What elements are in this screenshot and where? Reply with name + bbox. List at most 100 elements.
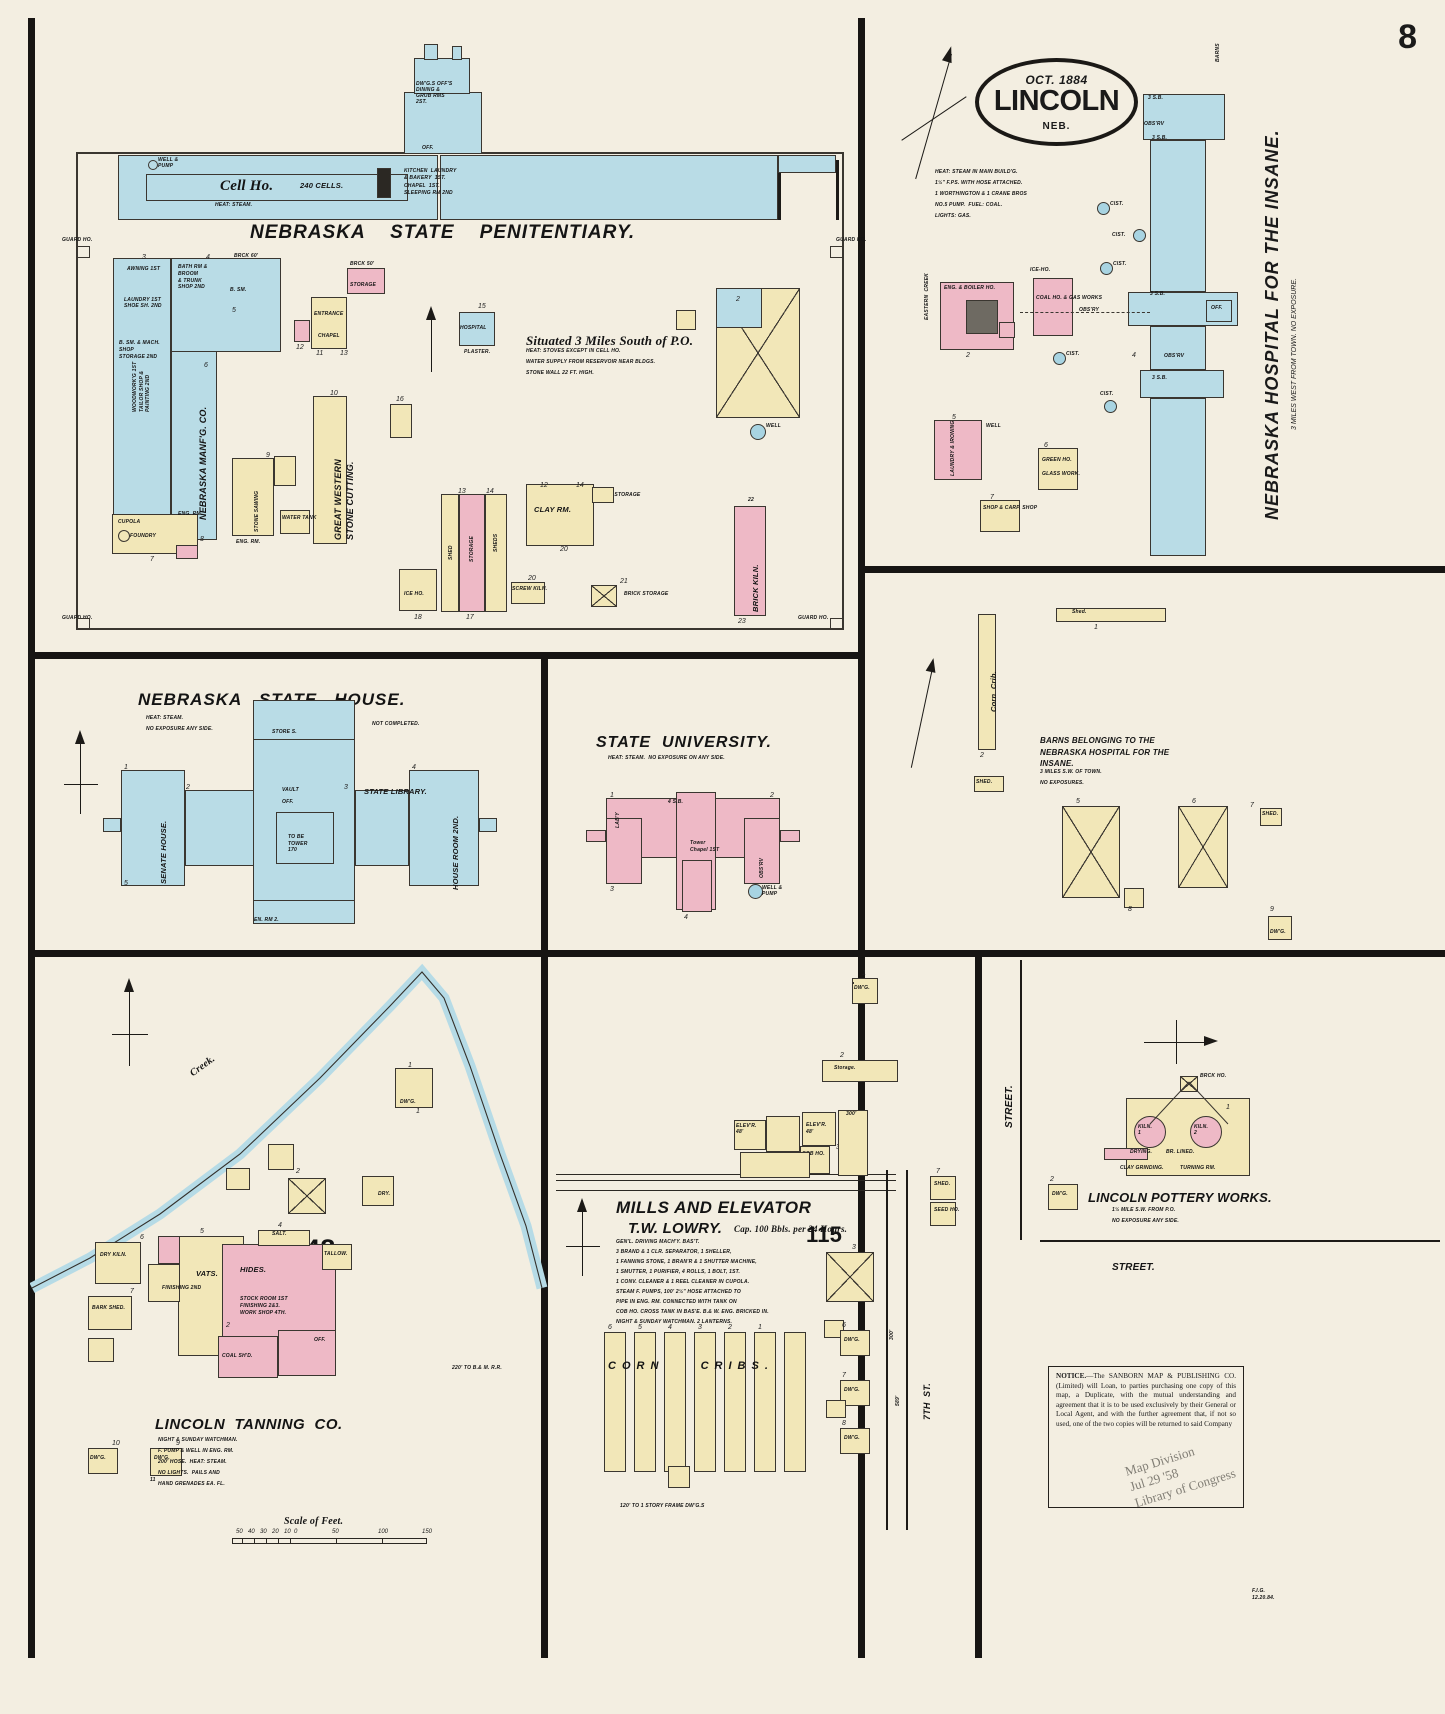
storage-label: STORAGE xyxy=(469,535,475,562)
salt-label: SALT. xyxy=(272,1231,287,1237)
sheds-label: SHEDS xyxy=(493,533,499,552)
hospital-stories-label: 3 S.B. xyxy=(1152,135,1168,141)
manufacturing-co-label: NEBRASKA MANF'G. CO. xyxy=(198,406,208,520)
building-number: 21 xyxy=(620,578,628,585)
notice-body: —The SANBORN MAP & PUBLISHING CO. (Limit… xyxy=(1056,1372,1236,1428)
coal-top-label: ICE-HO. xyxy=(1030,267,1051,273)
panel-divider xyxy=(865,566,1445,573)
kiln-1 xyxy=(1134,1116,1166,1148)
building-number: 7 xyxy=(990,494,994,501)
dwelling-mill-1 xyxy=(852,978,878,1004)
bark-shed-label: BARK SHED. xyxy=(92,1305,126,1311)
building-number: 1 xyxy=(416,1108,420,1115)
building-number: 1 xyxy=(124,764,128,771)
hides-label: HIDES. xyxy=(240,1265,267,1274)
penitentiary-note-heat: HEAT: STOVES EXCEPT IN CELL HO. xyxy=(526,348,621,354)
scale-tick: 150 xyxy=(422,1529,433,1535)
building-number: 4 xyxy=(206,254,210,261)
guard-house-label: GUARD HO. xyxy=(798,615,829,621)
pottery-title: LINCOLN POTTERY WORKS. xyxy=(1088,1190,1272,1205)
building-number: 20 xyxy=(528,575,536,582)
university-obsrv-label: OBS'RV xyxy=(759,857,765,878)
shop-label: BATH RM & BROOM & TRUNK SHOP 2ND xyxy=(178,264,208,291)
crib-number: 4 xyxy=(668,1324,672,1331)
cistern-label: CIST. xyxy=(1112,232,1126,238)
barns-title: BARNS BELONGING TO THE NEBRASKA HOSPITAL… xyxy=(1040,736,1170,769)
dwg-label: DW'G. xyxy=(844,1435,860,1441)
mills-note-7: PIPE IN ENG. RM. CONNECTED WITH TANK ON xyxy=(616,1299,737,1305)
shed-label: SHED. xyxy=(934,1181,951,1187)
store-s-label: STORE S. xyxy=(272,729,297,735)
corn-crib-2 xyxy=(634,1332,656,1472)
small-shop xyxy=(274,456,296,486)
elevator-label: ELEV'R. 48' xyxy=(806,1122,827,1135)
coal-gas-label: COAL HO. & GAS WORKS xyxy=(1036,295,1103,301)
small-shed-2 xyxy=(1260,808,1282,826)
well-icon xyxy=(748,884,763,899)
building-number: 2 xyxy=(186,784,190,791)
hospital-office-wing xyxy=(1206,300,1232,322)
sheet-code: F.I.G. 12.20.84. xyxy=(1252,1588,1275,1601)
building-number: 3 xyxy=(852,1244,856,1251)
cistern-icon xyxy=(1100,262,1113,275)
scale-tick: 10 xyxy=(284,1529,291,1535)
pottery-flue-lines xyxy=(1149,1081,1229,1125)
turning-rm-label: TURNING RM. xyxy=(1180,1165,1216,1171)
building-number: 1 xyxy=(1094,624,1098,631)
building-number: 5 xyxy=(952,414,956,421)
water-tank-building xyxy=(280,510,310,534)
mills-note-6: STEAM F. PUMPS, 100' 2½" HOSE ATTACHED T… xyxy=(616,1289,741,1295)
hospital-title: NEBRASKA HOSPITAL FOR THE INSANE. xyxy=(1262,129,1282,520)
capitol-east-stair xyxy=(479,818,497,832)
building-number: 23 xyxy=(738,618,746,625)
shop-carp-label: SHOP & CARP. SHOP xyxy=(983,505,1038,511)
corn-crib-6 xyxy=(754,1332,776,1472)
north-arrow-icon xyxy=(418,306,448,372)
senate-house-label: SENATE HOUSE. xyxy=(159,820,168,884)
penitentiary-note-water: WATER SUPPLY FROM RESERVOIR NEAR BLDGS. xyxy=(526,359,656,365)
small-brick-building xyxy=(294,320,310,342)
shop-label: WOODWORK'G 1ST TAILOR SHOP & PAINTING 2N… xyxy=(132,361,151,412)
crib-number: 2 xyxy=(728,1324,732,1331)
guard-house-label: GUARD HO. xyxy=(836,237,867,243)
building-number: 15 xyxy=(478,303,486,310)
hospital-obsrv-label2: OBS'RY xyxy=(1079,307,1100,313)
capitol-west-wing xyxy=(121,770,185,886)
mill-base xyxy=(740,1152,810,1178)
building-number: 2 xyxy=(966,352,970,359)
corn-crib-label: Corn Crib. xyxy=(989,671,998,712)
building-number: 13 xyxy=(340,350,348,357)
hospital-note-1: HEAT: STEAM IN MAIN BUILD'G. xyxy=(935,169,1018,175)
dry-building xyxy=(362,1176,394,1206)
admin-rooms-label: DW'G.S OFF'S DINING & GRUB RMS 2ST. xyxy=(416,81,453,105)
cistern-label: CIST. xyxy=(1113,261,1127,267)
building-number: 4 xyxy=(412,764,416,771)
building-number: 10 xyxy=(112,1440,120,1447)
mill-dim: 300' xyxy=(846,1111,857,1117)
capitol-south-portico xyxy=(253,900,355,924)
shop-label: B. SM. & MACH. SHOP STORAGE 2ND xyxy=(119,340,160,360)
shop-label: AWNING 1ST xyxy=(127,266,161,272)
shed-storage-a xyxy=(441,494,459,612)
shop-label: B. SM. xyxy=(230,287,247,293)
tanning-note-3: 200' HOSE. HEAT: STEAM. xyxy=(158,1459,227,1465)
tanning-note-2: F. PUMP & WELL IN ENG. RM. xyxy=(158,1448,234,1454)
drying-label: DRYING. xyxy=(1130,1149,1153,1155)
building-number: 4 xyxy=(684,914,688,921)
building-number: 6 xyxy=(140,1234,144,1241)
well-icon xyxy=(750,424,766,440)
brck-ho-marker xyxy=(1180,1076,1198,1092)
dwg-label: DW'G. xyxy=(90,1455,106,1461)
stair-block xyxy=(377,168,391,198)
mills-note-4: 1 SMUTTER, 1 PURIFIER, 4 ROLLS, 1 BOLT, … xyxy=(616,1269,741,1275)
mills-owner: T.W. LOWRY. xyxy=(628,1220,723,1237)
eng-room-label2: ENG. RM. xyxy=(236,539,261,545)
open-shed-x xyxy=(591,585,617,607)
mills-capacity: Cap. 100 Bbls. per 24 Hours. xyxy=(734,1224,848,1234)
hospital-obsrv-label: OBS'RV xyxy=(1164,353,1185,359)
salt-strip xyxy=(258,1230,310,1246)
open-shed-x xyxy=(288,1178,326,1214)
hospital-note-4: NO.5 PUMP. FUEL: COAL. xyxy=(935,202,1003,208)
hospital-stories-label: 3 S.B. xyxy=(1150,291,1166,297)
